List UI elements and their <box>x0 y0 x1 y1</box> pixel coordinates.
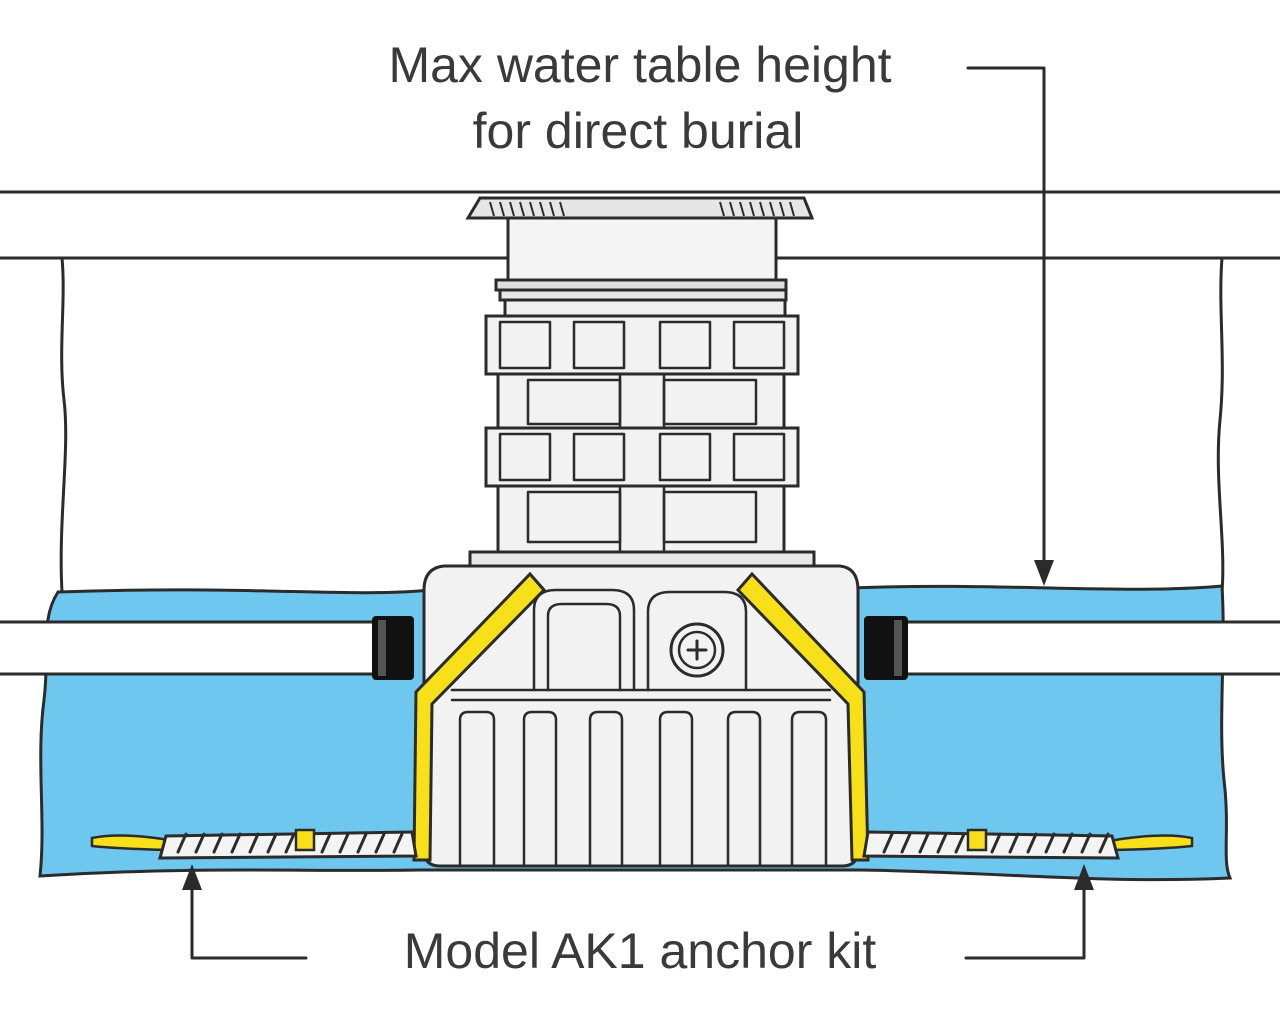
basin-body <box>422 564 860 868</box>
water-table-leader <box>966 66 1054 586</box>
anchor-kit-right <box>862 828 1194 860</box>
anchor-kit-label: Model AK1 anchor kit <box>404 923 877 979</box>
anchor-kit-left <box>90 828 418 860</box>
arrow-down-icon <box>1034 560 1054 586</box>
anchor-kit-leaders <box>182 864 1094 960</box>
right-inlet-pipe <box>864 616 1280 680</box>
arrow-up-icon <box>1074 864 1094 890</box>
soil-region <box>59 256 1225 594</box>
arrow-up-icon <box>182 864 202 890</box>
riser-stack <box>468 314 816 568</box>
left-inlet-pipe <box>0 616 414 680</box>
water-table-label-line1: Max water table height <box>388 37 891 93</box>
anchor-straps <box>412 571 870 862</box>
grate-cap <box>465 196 815 318</box>
water-table-label-line2: for direct burial <box>473 103 804 159</box>
